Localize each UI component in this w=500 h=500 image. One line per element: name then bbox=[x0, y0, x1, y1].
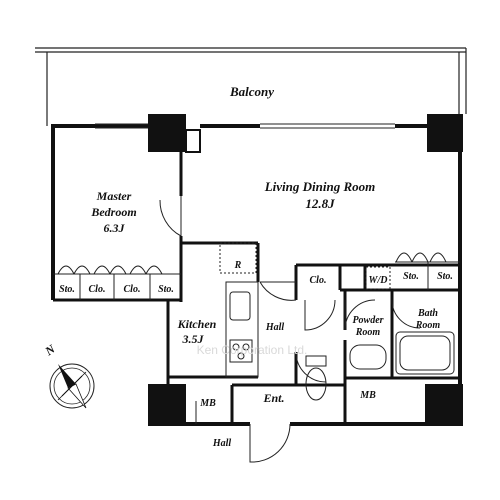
entrance-label: Ent. bbox=[262, 391, 284, 405]
bath-fixtures bbox=[305, 266, 455, 401]
stove-icon bbox=[229, 339, 253, 363]
meter-box-label-2: MB bbox=[359, 390, 376, 401]
powder-room-label-1: Powder bbox=[352, 315, 383, 326]
bath-room-label-1: Bath bbox=[417, 308, 438, 319]
washer-space bbox=[365, 266, 391, 290]
kitchen-counter bbox=[225, 281, 259, 378]
bath-door bbox=[391, 299, 421, 329]
bath-storage-label-1: Sto. bbox=[403, 271, 419, 282]
master-bedroom-label-2: Bedroom bbox=[90, 205, 136, 219]
hall-closet-label: Clo. bbox=[310, 275, 327, 286]
column-top-right bbox=[427, 114, 463, 152]
watermark: Ken Corporation Ltd. bbox=[197, 343, 308, 357]
bath-room-label-2: Room bbox=[415, 320, 441, 331]
bedroom-closet-label-2: Clo. bbox=[124, 284, 141, 295]
bedroom-closet-label-1: Clo. bbox=[89, 284, 106, 295]
living-room-label: Living Dining Room bbox=[264, 179, 376, 194]
washbasin bbox=[349, 344, 387, 370]
refrigerator-label: R bbox=[234, 260, 242, 271]
balcony-label: Balcony bbox=[229, 84, 274, 99]
bedroom-door bbox=[159, 196, 182, 237]
exterior-walls bbox=[51, 124, 462, 426]
meter-box-label-1: MB bbox=[199, 398, 216, 409]
interior-walls bbox=[53, 152, 460, 424]
outside-hall-label: Hall bbox=[212, 438, 232, 449]
hall-label: Hall bbox=[265, 322, 285, 333]
bedroom-storage-label-2: Sto. bbox=[158, 284, 174, 295]
powder-room-label-2: Room bbox=[355, 327, 381, 338]
toilet-icon bbox=[305, 355, 327, 401]
shaft bbox=[185, 129, 201, 153]
balcony-outline bbox=[35, 47, 467, 126]
north-label: N bbox=[42, 341, 59, 359]
master-bedroom-label-1: Master bbox=[96, 189, 132, 203]
compass-icon bbox=[49, 363, 95, 409]
kitchen-label: Kitchen bbox=[177, 317, 217, 331]
bath-storage-label-2: Sto. bbox=[437, 271, 453, 282]
hall-door-1 bbox=[259, 281, 297, 301]
doors bbox=[57, 196, 447, 463]
column-bottom-left bbox=[148, 384, 186, 426]
washer-label: W/D bbox=[369, 275, 388, 286]
master-bedroom-size: 6.3J bbox=[104, 221, 126, 235]
kitchen-fixtures bbox=[219, 242, 259, 378]
window-lines bbox=[95, 123, 395, 129]
columns bbox=[148, 114, 463, 426]
thin-partitions bbox=[53, 261, 460, 424]
powder-door bbox=[344, 299, 376, 331]
entrance-door bbox=[249, 423, 291, 463]
bedroom-storage-label-1: Sto. bbox=[59, 284, 75, 295]
living-room-size: 12.8J bbox=[305, 196, 335, 211]
kitchen-sink bbox=[229, 291, 251, 321]
column-bottom-right bbox=[425, 384, 463, 426]
column-top-left bbox=[148, 114, 186, 152]
hall-door-2 bbox=[304, 299, 336, 331]
bathtub bbox=[395, 331, 455, 375]
kitchen-size: 3.5J bbox=[182, 332, 205, 346]
refrigerator-space bbox=[219, 242, 257, 274]
